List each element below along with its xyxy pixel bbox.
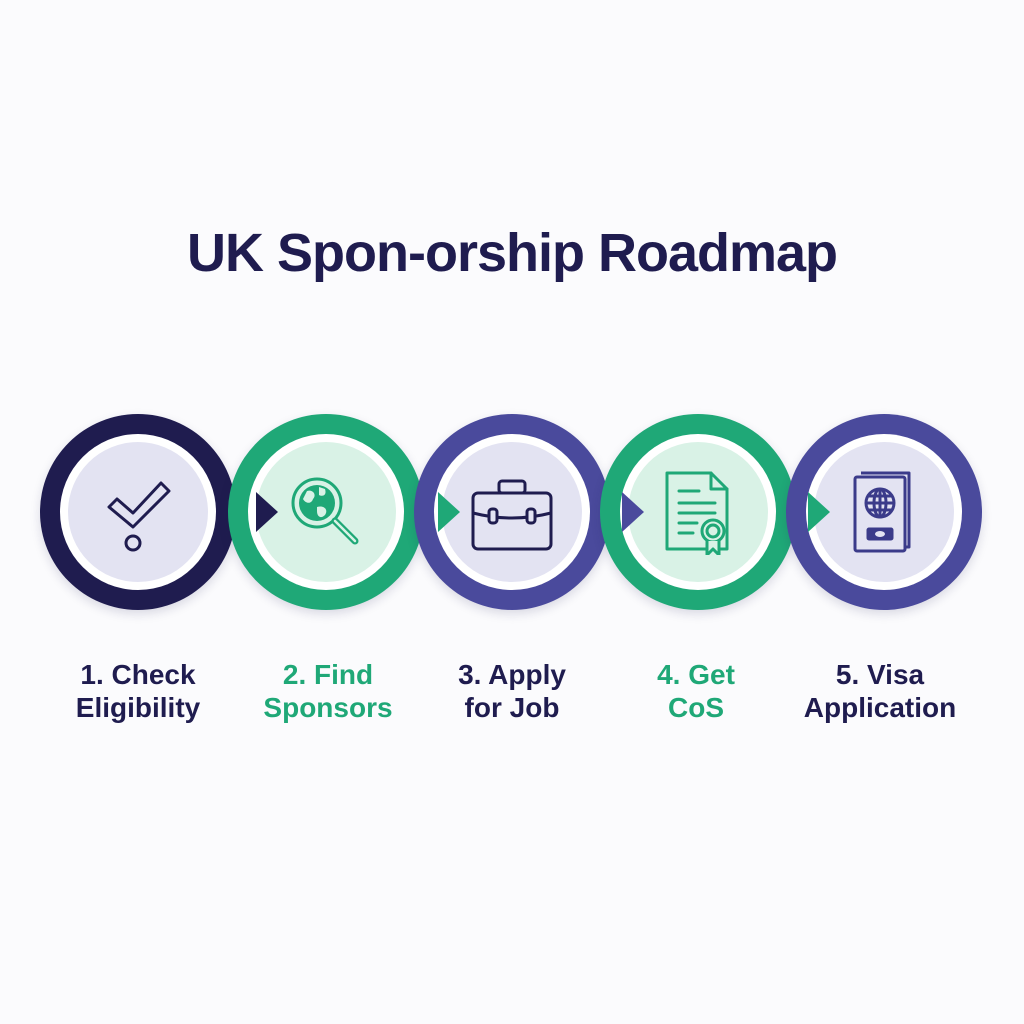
step-1-label: 1. Check Eligibility: [75, 659, 201, 723]
arrow-right-icon: [256, 492, 278, 532]
arrow-right-icon: [622, 492, 644, 532]
step-1-check-eligibility: [40, 414, 236, 610]
step-3-apply-for-job: [414, 414, 610, 610]
arrow-right-icon: [808, 492, 830, 532]
certificate-document-icon: [665, 471, 729, 555]
passport-icon: [853, 471, 911, 553]
step-3-label: 3. Apply for Job: [458, 659, 566, 723]
step-5-label: 5. Visa Application: [803, 659, 957, 723]
step-2-label: 2. Find Sponsors: [263, 659, 393, 723]
page-title: UK Spon-orship Roadmap: [187, 223, 838, 283]
briefcase-icon: [471, 479, 553, 551]
step-4-label: 4. Get CoS: [657, 659, 735, 723]
step-2-find-sponsors: [228, 414, 424, 610]
globe-search-icon: [291, 477, 359, 545]
arrow-right-icon: [438, 492, 460, 532]
checkmark-question-icon: [107, 481, 171, 552]
